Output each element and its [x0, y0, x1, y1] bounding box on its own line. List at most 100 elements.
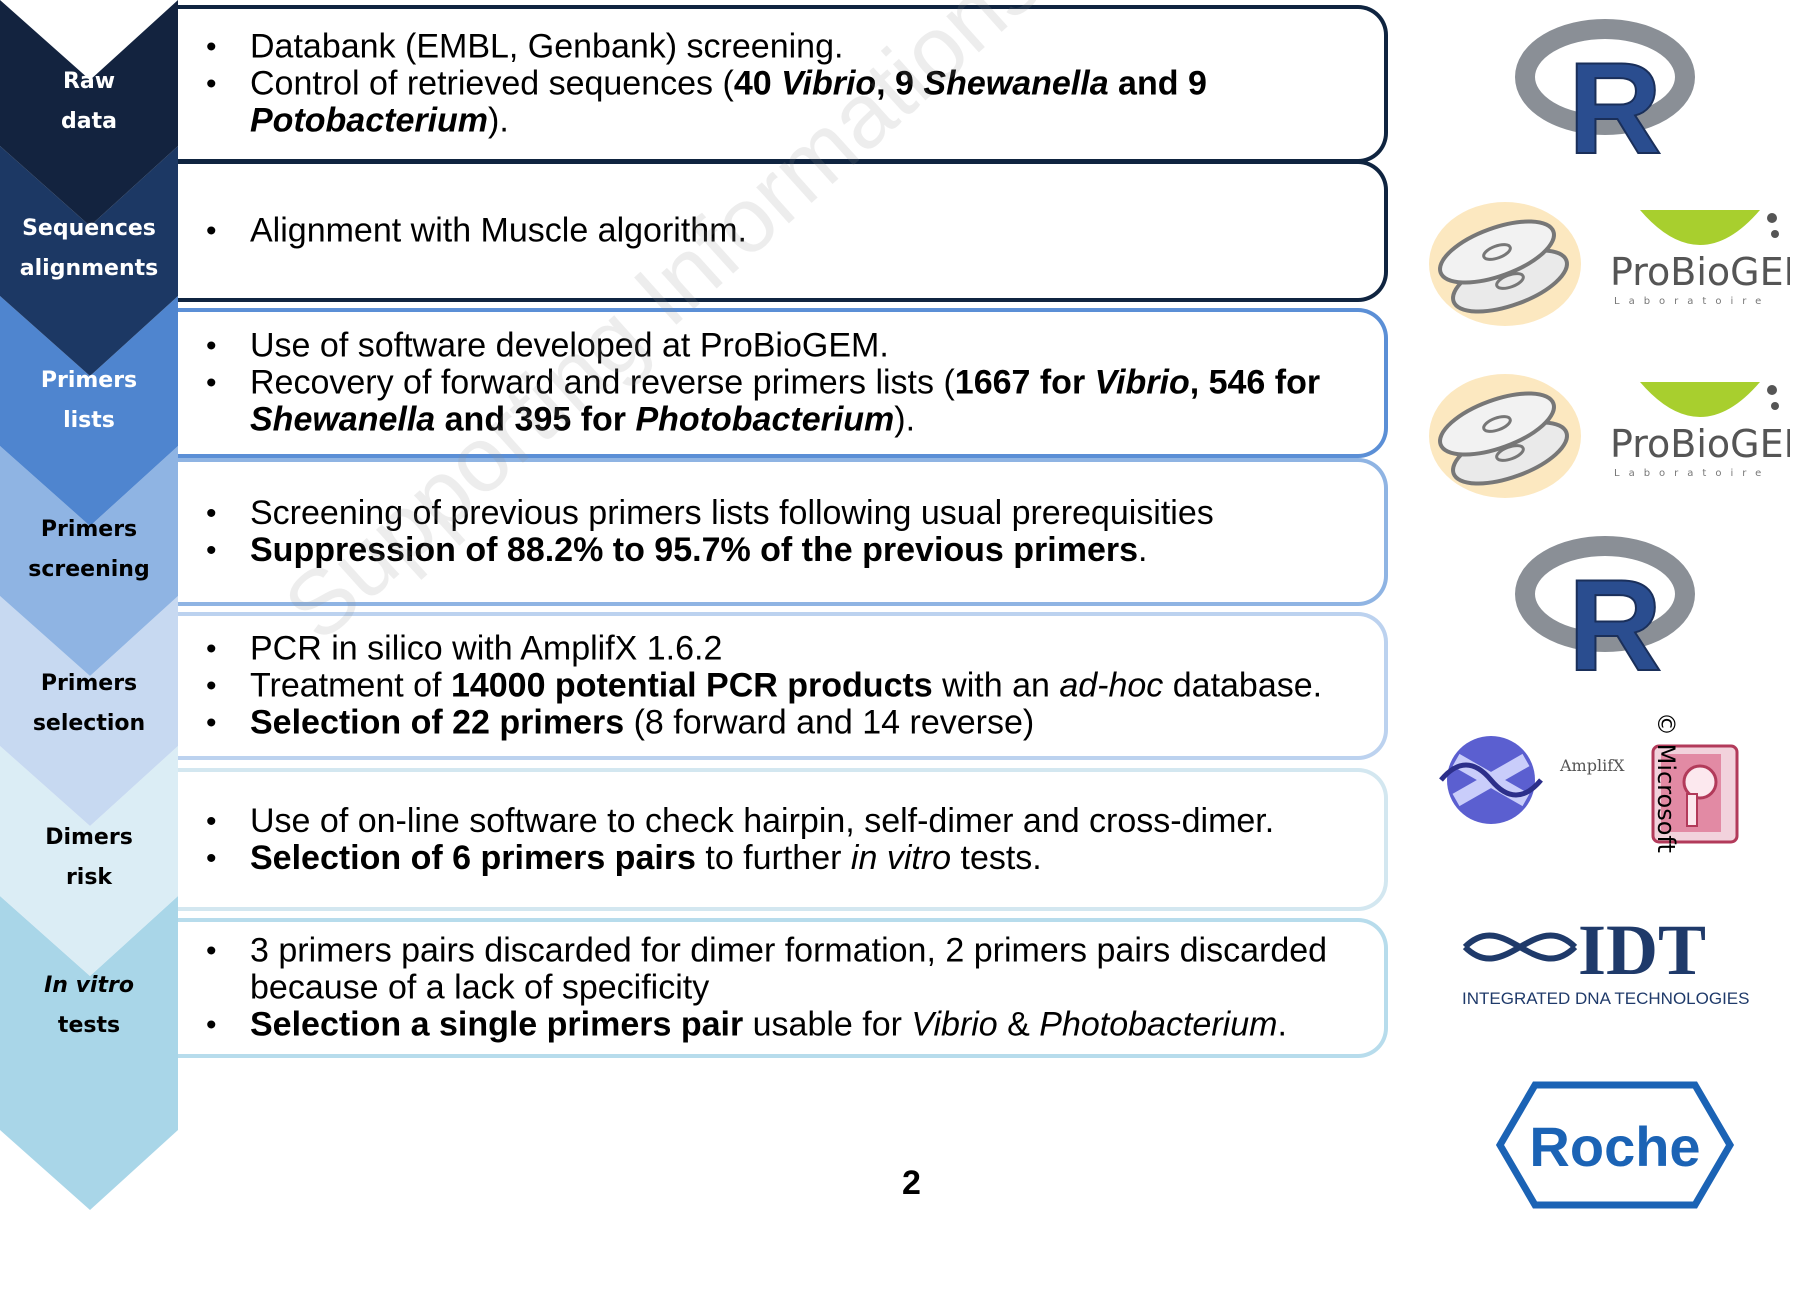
amplifx-logo-icon — [1439, 736, 1543, 824]
step-box-5: PCR in silico with AmplifX 1.6.2Treatmen… — [178, 612, 1388, 760]
bullet-item: Selection a single primers pair usable f… — [206, 1005, 1362, 1044]
bullet-item: Treatment of 14000 potential PCR product… — [206, 666, 1362, 705]
amplifx-label: AmplifX — [1560, 756, 1625, 775]
bullet-list: Use of on-line software to check hairpin… — [206, 801, 1362, 877]
text-run: database. — [1163, 666, 1323, 705]
text-run: Recovery of forward and reverse primers … — [250, 363, 955, 402]
text-run: 40 — [733, 64, 782, 103]
text-run: Screening of previous primers lists foll… — [250, 494, 1214, 532]
text-run: Treatment of — [250, 666, 451, 705]
cd-discs-icon — [1429, 202, 1581, 326]
text-run: Alignment with Muscle algorithm. — [250, 211, 747, 250]
text-run: 14000 potential PCR products — [450, 666, 933, 705]
text-run: , 9 — [876, 64, 924, 103]
text-run: Use of on-line software to check hairpin… — [250, 801, 1275, 840]
svg-text:Laboratoire: Laboratoire — [1614, 296, 1770, 307]
text-run: Databank (EMBL, Genbank) screening. — [250, 27, 844, 66]
bullet-item: Recovery of forward and reverse primers … — [206, 363, 1362, 439]
text-run: Suppression of 88.2% to 95.7% of the pre… — [250, 531, 1139, 569]
bullet-item: Selection of 6 primers pairs to further … — [206, 838, 1362, 877]
step-label-line: Dimers — [45, 824, 133, 850]
bullet-item: 3 primers pairs discarded for dimer form… — [206, 931, 1362, 1007]
step-arrow-7 — [0, 896, 178, 1210]
step-arrow-1 — [0, 0, 178, 226]
step-label-line: data — [61, 109, 117, 134]
step-label-1: Raw data — [0, 62, 178, 142]
svg-text:ProBioGEM: ProBioGEM — [1610, 250, 1790, 294]
text-run: and 395 for — [435, 400, 636, 439]
text-run: to further — [695, 838, 851, 877]
step-arrow-6 — [0, 746, 178, 976]
bullet-item: Alignment with Muscle algorithm. — [206, 211, 1362, 250]
bullet-item: Databank (EMBL, Genbank) screening. — [206, 27, 1362, 66]
text-run: . — [1277, 1005, 1287, 1044]
step-arrow-3 — [0, 296, 178, 526]
probiogem-logo: ProBioGEM Laboratoire — [1610, 210, 1790, 307]
text-run: with an — [932, 666, 1060, 705]
idt-logo: IDT INTEGRATED DNA TECHNOLOGIES — [1462, 912, 1749, 1008]
step-label-line: risk — [65, 864, 113, 890]
step-arrow-2 — [0, 146, 178, 376]
text-run: Photobacterium — [1039, 1005, 1278, 1044]
step-label-line: Primers — [40, 368, 138, 393]
r-logo-icon: R — [1515, 536, 1695, 682]
step-label-6: Dimers risk — [0, 818, 178, 898]
text-run: Use of software developed at ProBioGEM. — [250, 326, 889, 365]
step-label-line: In vitro — [44, 973, 134, 998]
text-run: ). — [894, 400, 916, 439]
step-label-line: tests — [57, 1013, 121, 1038]
text-run: ad-hoc — [1059, 666, 1164, 705]
bullet-list: Databank (EMBL, Genbank) screening.Contr… — [206, 27, 1362, 140]
text-run: Selection of 6 primers pairs — [250, 838, 696, 877]
step-label-line: lists — [63, 408, 115, 433]
svg-text:R: R — [1568, 35, 1662, 165]
cd-discs-icon — [1429, 374, 1581, 498]
svg-text:Roche: Roche — [1529, 1115, 1700, 1178]
step-label-line: selection — [32, 711, 146, 736]
text-run: in vitro — [850, 838, 952, 877]
step-box-6: Use of on-line software to check hairpin… — [178, 768, 1388, 911]
bullet-list: Alignment with Muscle algorithm. — [206, 211, 1362, 250]
bullet-list: Use of software developed at ProBioGEM.R… — [206, 326, 1362, 439]
text-run: PCR in silico with AmplifX 1.6.2 — [250, 629, 723, 668]
text-run: 3 primers pairs discarded for dimer form… — [250, 931, 1328, 1007]
bullet-list: 3 primers pairs discarded for dimer form… — [206, 931, 1362, 1044]
text-run: usable for — [743, 1005, 912, 1044]
text-run: . — [1138, 531, 1148, 569]
svg-text:INTEGRATED DNA TECHNOLOGIES: INTEGRATED DNA TECHNOLOGIES — [1462, 989, 1749, 1008]
svg-text:R: R — [1568, 552, 1662, 682]
bullet-item: Control of retrieved sequences (40 Vibri… — [206, 64, 1362, 140]
svg-text:ProBioGEM: ProBioGEM — [1610, 422, 1790, 466]
bullet-list: Screening of previous primers lists foll… — [206, 494, 1362, 570]
step-box-3: Use of software developed at ProBioGEM.R… — [178, 308, 1388, 458]
roche-logo: Roche — [1495, 1081, 1735, 1209]
step-label-line: Sequences — [22, 216, 156, 241]
step-label-line: Primers — [40, 671, 138, 696]
text-run: tests. — [951, 838, 1042, 877]
text-run: Selection a single primers pair — [250, 1005, 744, 1044]
bullet-item: Use of on-line software to check hairpin… — [206, 801, 1362, 840]
bullet-item: Use of software developed at ProBioGEM. — [206, 326, 1362, 365]
bullet-item: Selection of 22 primers (8 forward and 1… — [206, 703, 1362, 742]
text-run: (8 forward and 14 reverse) — [624, 703, 1035, 742]
text-run: Potobacterium — [250, 101, 489, 140]
step-label-line: screening — [28, 557, 150, 582]
svg-text:Laboratoire: Laboratoire — [1614, 468, 1770, 479]
bullet-list: PCR in silico with AmplifX 1.6.2Treatmen… — [206, 629, 1362, 742]
text-run: Control of retrieved sequences ( — [250, 64, 734, 103]
access-key-icon — [1651, 744, 1739, 844]
step-label-line: Raw — [62, 69, 116, 94]
page-number: 2 — [902, 1164, 921, 1202]
step-label-3: Primers lists — [0, 361, 178, 441]
text-run: , 546 for — [1189, 363, 1321, 402]
step-label-7: In vitro tests — [0, 966, 178, 1046]
step-label-line: Primers — [40, 517, 138, 542]
step-label-4: Primers screening — [0, 510, 178, 590]
text-run: ). — [488, 101, 509, 140]
bullet-item: PCR in silico with AmplifX 1.6.2 — [206, 629, 1362, 668]
bullet-item: Screening of previous primers lists foll… — [206, 494, 1362, 533]
svg-text:IDT: IDT — [1578, 912, 1706, 990]
r-logo-icon: R — [1515, 19, 1695, 165]
text-run: and 9 — [1108, 64, 1207, 103]
text-run: Selection of 22 primers — [250, 703, 625, 742]
